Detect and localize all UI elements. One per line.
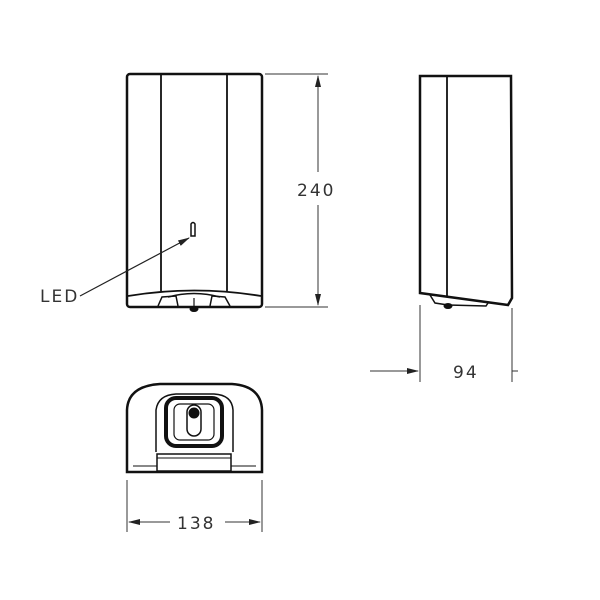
height-dimension: 240 [265,73,335,308]
width-dim-label: 138 [177,514,215,534]
depth-dim-label: 94 [453,363,479,383]
led-indicator [190,221,196,237]
bottom-view [125,382,264,474]
depth-dimension: 94 [370,305,518,383]
front-view [125,72,264,312]
width-dimension: 138 [126,480,263,534]
led-label: LED [40,287,79,307]
side-view [418,74,514,309]
height-dim-label: 240 [297,181,335,201]
led-callout: LED [40,237,190,307]
